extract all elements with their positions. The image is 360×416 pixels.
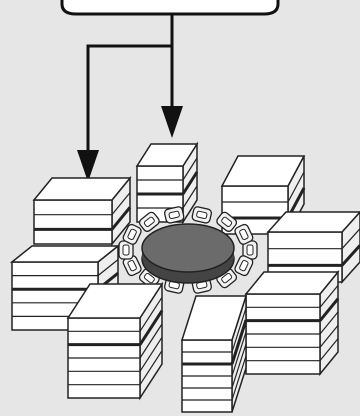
top-label-box — [62, 0, 278, 14]
stack-upper-left — [34, 178, 130, 244]
arrow-line-left — [88, 14, 172, 158]
ring-connector — [191, 206, 212, 224]
arrow-head-right — [161, 106, 183, 138]
stack-lower-right — [246, 272, 338, 374]
arrow-head-left — [77, 150, 99, 182]
stack-bottom-center — [182, 296, 246, 412]
center-disk — [142, 224, 234, 283]
feed-arrows — [88, 14, 172, 158]
stack-lower-left — [68, 284, 162, 398]
